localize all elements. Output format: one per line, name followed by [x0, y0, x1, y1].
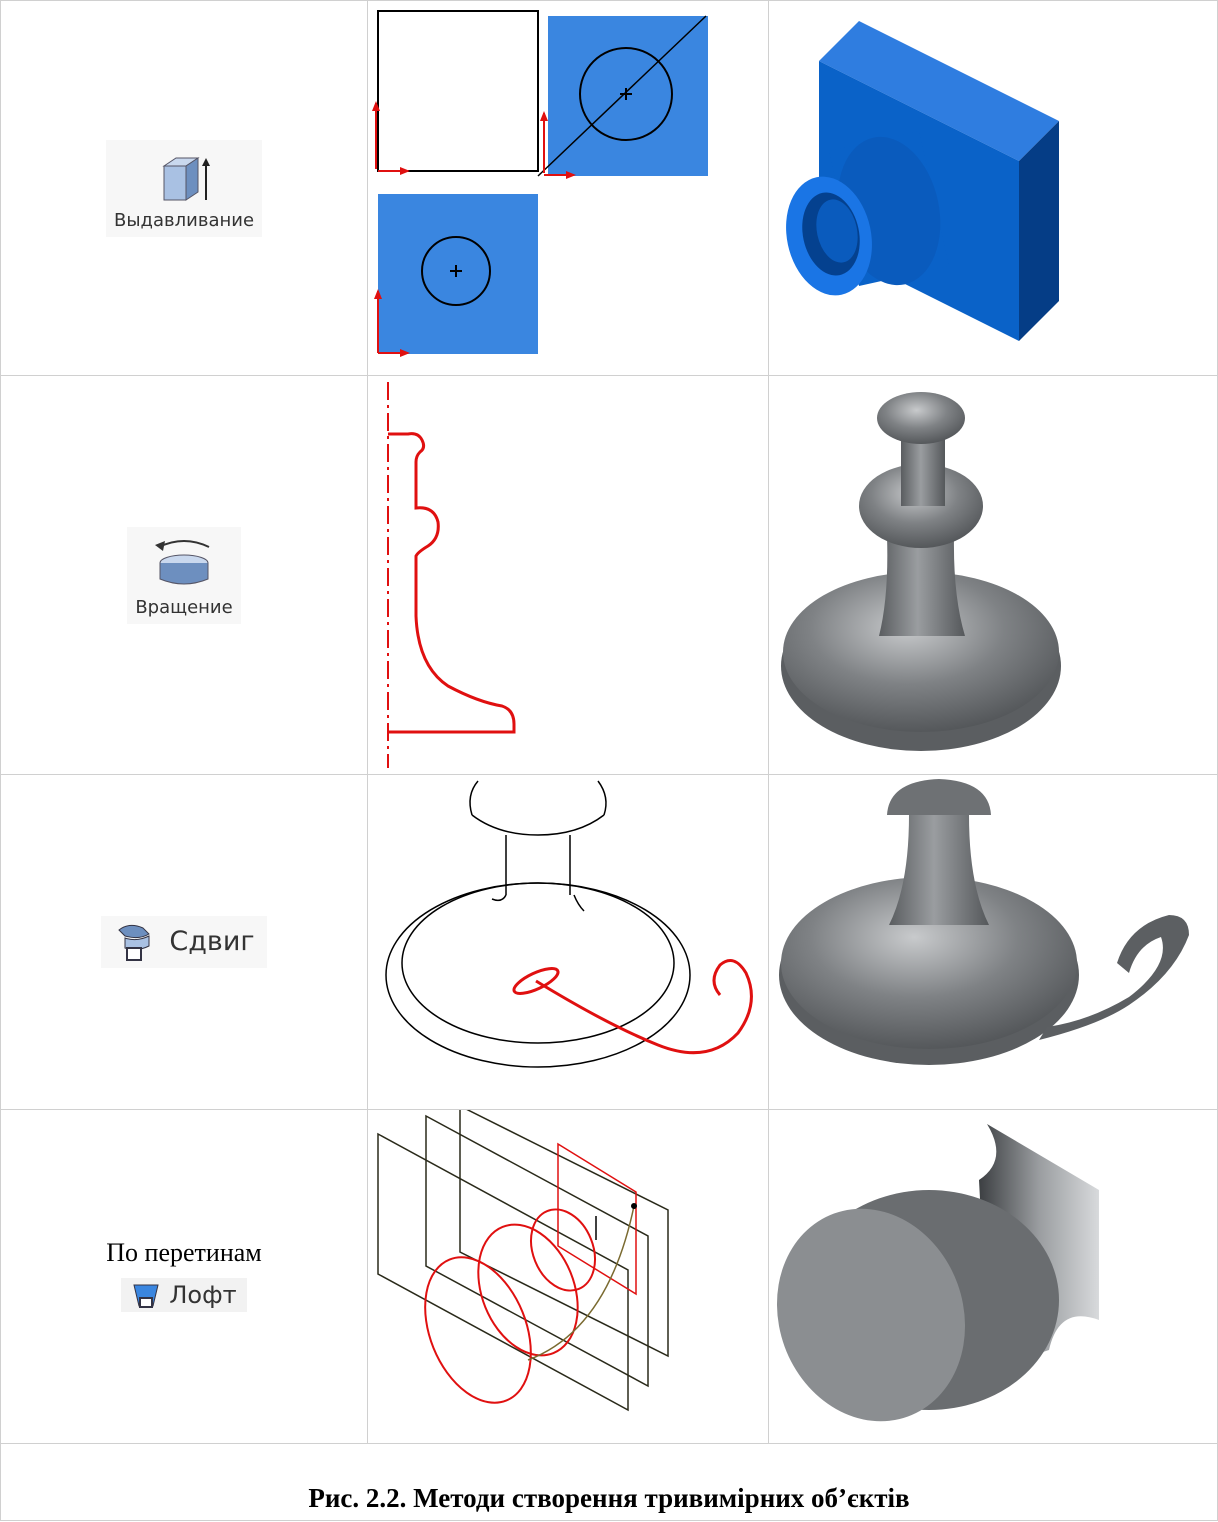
sweep-tool-cell: Сдвиг — [1, 775, 368, 1110]
row-caption: Рис. 2.2. Методи створення тривимірних о… — [1, 1444, 1218, 1521]
circle-sketch — [378, 194, 538, 354]
extrude-tool-cell: Выдавливание — [1, 1, 368, 376]
sweep-label: Сдвиг — [169, 926, 254, 957]
circle-sketch-diagonal — [548, 16, 708, 176]
loft-caption: По перетинам — [1, 1238, 367, 1268]
row-extrude: Выдавливание — [1, 1, 1218, 376]
extrude-icon — [154, 146, 214, 206]
sweep-sketch-cell — [368, 775, 769, 1110]
revolve-tool-cell: Вращение — [1, 376, 368, 775]
extrude-tool: Выдавливание — [106, 140, 262, 237]
revolve-result-cell — [769, 376, 1218, 775]
extrude-sketch-cell — [368, 1, 769, 376]
rectangle-profile — [378, 11, 538, 171]
revolve-label: Вращение — [135, 597, 232, 618]
extrude-sketches — [368, 1, 768, 375]
revolve-sketch-cell — [368, 376, 769, 775]
candlestick-solid — [769, 376, 1217, 774]
figure-caption: Рис. 2.2. Методи створення тривимірних о… — [1, 1483, 1217, 1514]
loft-sections-sketch — [368, 1110, 768, 1443]
sweep-result-cell — [769, 775, 1218, 1110]
revolve-profile-sketch — [368, 376, 768, 774]
caption-cell: Рис. 2.2. Методи створення тривимірних о… — [1, 1444, 1218, 1521]
row-loft: По перетинам Лофт — [1, 1110, 1218, 1444]
extrude-label: Выдавливание — [114, 210, 254, 231]
extrude-result-cell — [769, 1, 1218, 376]
candlestick-handle-solid — [769, 775, 1217, 1109]
revolve-icon — [149, 533, 219, 593]
sweep-path-sketch — [368, 775, 768, 1109]
loft-tool: Лофт — [121, 1278, 246, 1312]
lofted-solid — [769, 1110, 1217, 1443]
revolve-tool: Вращение — [127, 527, 240, 624]
loft-tool-cell: По перетинам Лофт — [1, 1110, 368, 1444]
row-revolve: Вращение — [1, 376, 1218, 775]
loft-label: Лофт — [169, 1281, 236, 1309]
loft-result-cell — [769, 1110, 1218, 1444]
loft-sketch-cell — [368, 1110, 769, 1444]
sweep-icon — [113, 920, 157, 964]
sweep-tool: Сдвиг — [101, 916, 266, 968]
extruded-solid — [769, 1, 1217, 375]
row-sweep: Сдвиг — [1, 775, 1218, 1110]
loft-icon — [131, 1280, 161, 1310]
